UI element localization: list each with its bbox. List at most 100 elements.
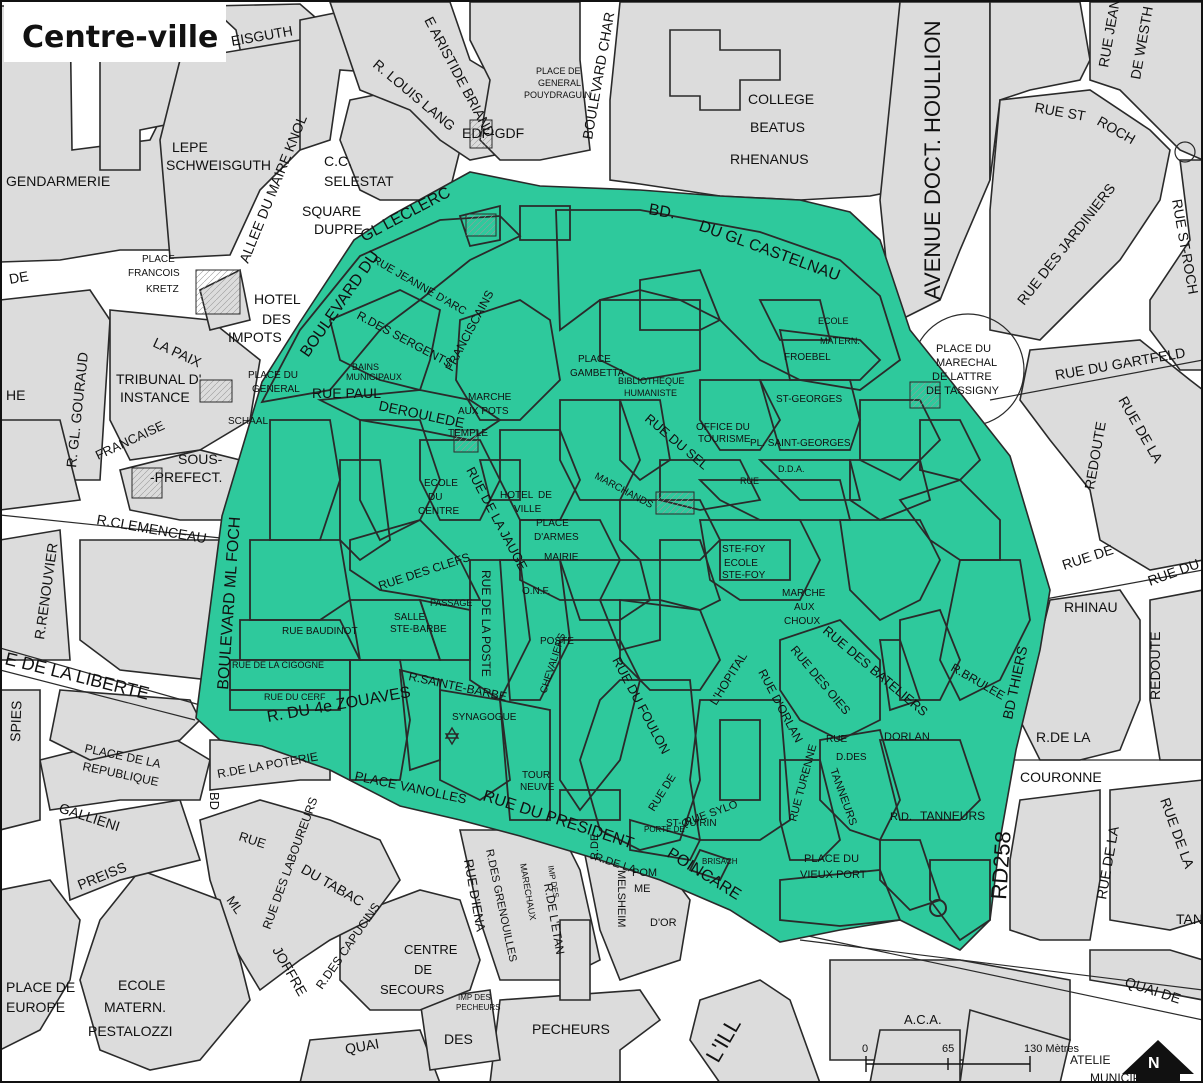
map-label: TAN [1176,911,1203,927]
map-label: RUE BAUDINOT [282,626,358,637]
map-label: RUE PAUL [312,385,381,401]
map-label: TANNEURS [920,809,985,823]
map-label: POSTE [540,636,574,647]
map-label: RUE DE [1060,541,1115,573]
map-label: GENDARMERIE [6,173,110,189]
map-label: ATELIE [1070,1053,1110,1067]
title-panel [4,4,226,62]
map-label: GAMBETTA [570,368,625,379]
map-label: RD258 [986,830,1016,900]
map-label: KRETZ [146,284,179,295]
map-label: IMP DES [458,993,491,1002]
map-label: MATERN. [820,336,860,346]
scale-tick-130: 130 Mètres [1024,1043,1080,1055]
map-label: BRISACH [702,857,738,866]
map-label: D'ARMES [534,532,579,543]
map-label: SALLE [394,612,425,623]
centre-ville-zone[interactable] [195,171,1051,951]
scale-tick-65: 65 [942,1043,954,1055]
map-label: MARECHAL [936,357,997,369]
map-label: D.D.A. [778,464,805,474]
map-label: LEPE [172,139,208,155]
map-label: QUAI [344,1035,380,1057]
map-label: STE-FOY [722,570,766,581]
synagogue-star-icon [444,726,460,746]
map-label: BD. [647,201,676,222]
map-label: ECOLE [424,478,458,489]
map-label: D.DES [836,752,867,763]
map-label: PLACE [142,254,175,265]
map-label: COLLEGE [748,91,814,107]
map-label: SECOURS [380,982,445,997]
map-label: MELSHEIM [615,870,627,927]
map-label: DE LATTRE [932,371,992,383]
map-label: PLACE DE [536,66,581,76]
map-label: MUNICIPAUX [346,372,402,382]
map-label: OFFICE DU [696,422,750,433]
map-label: BEATUS [750,119,805,135]
map-label: GENERAL [252,384,300,395]
map-label: R.DE LA [1036,729,1091,745]
north-arrow-icon [1122,1040,1194,1083]
map-label: BAINS [352,362,379,372]
map-label: MATERN. [104,999,166,1015]
map-label: AUX [794,602,815,613]
map-label: EDF-GDF [462,125,524,141]
map-label: PLACE [536,518,569,529]
map-label: RUE DU CERF [264,692,326,702]
map-label: MARCHE [782,588,826,599]
map-label: TRIBUNAL D' [116,371,201,387]
map-label: D'OR [650,917,677,929]
map-label: STE-BARBE [390,624,447,635]
fountain-icon [929,899,947,917]
hatched-buildings [131,119,941,515]
map-label: CENTRE [404,942,458,957]
map-label: DE TASSIGNY [926,385,1000,397]
map-label: GENERAL [538,78,581,88]
map-label: IMPOTS [228,329,282,345]
map-label: TEMPLE [448,428,488,439]
map-label: RUE [826,734,847,745]
map-label: ECOLE [724,558,758,569]
map-label: NEUVE [520,782,555,793]
map-label: O.N.F. [522,586,550,597]
map-label: HOTEL [500,490,534,501]
map-label: ST-QUIRIN [666,818,717,829]
map-label: RUE [740,476,759,486]
map-label: REDOUTE [1147,632,1163,700]
map-label: RHINAU [1064,599,1118,615]
scale-tick-0: 0 [862,1043,868,1055]
map-label: RUE DE LA CIGOGNE [232,660,324,670]
map-label: COURONNE [1020,769,1102,785]
map-label: SELESTAT [324,173,394,189]
map-label: ME [634,883,651,895]
map-label: DUPRE [314,221,363,237]
map-label: DE [414,962,432,977]
map-label: CENTRE [418,506,459,517]
map-label: DES [262,311,291,327]
map-label: PORTE DE [644,825,685,834]
map-label: SQUARE [302,203,361,219]
map-label: EUROPE [6,999,65,1015]
map-label: HUMANISTE [624,388,677,398]
map-label: PECHEURS [456,1003,500,1012]
map-label: PECHEURS [532,1021,610,1037]
map-label: C.C. [324,153,352,169]
map-label: BD [207,792,222,810]
map-label: CHOUX [784,616,820,627]
map-label: ECOLE [118,977,165,993]
map-label: -PREFECT. [150,469,222,485]
map-label: DORLAN [884,731,930,743]
map-label: STE-FOY [722,544,766,555]
map-label: R.DE [589,834,601,860]
map-label: POUYDRAGUIN [524,90,591,100]
map-label: PLACE [578,354,611,365]
map-label: MARCHE [468,392,512,403]
map-label: ST-GEORGES [776,394,842,405]
map-label: POM [632,867,657,879]
map-label: SCHWEISGUTH [166,157,271,173]
map-label: SPIES [7,700,24,742]
